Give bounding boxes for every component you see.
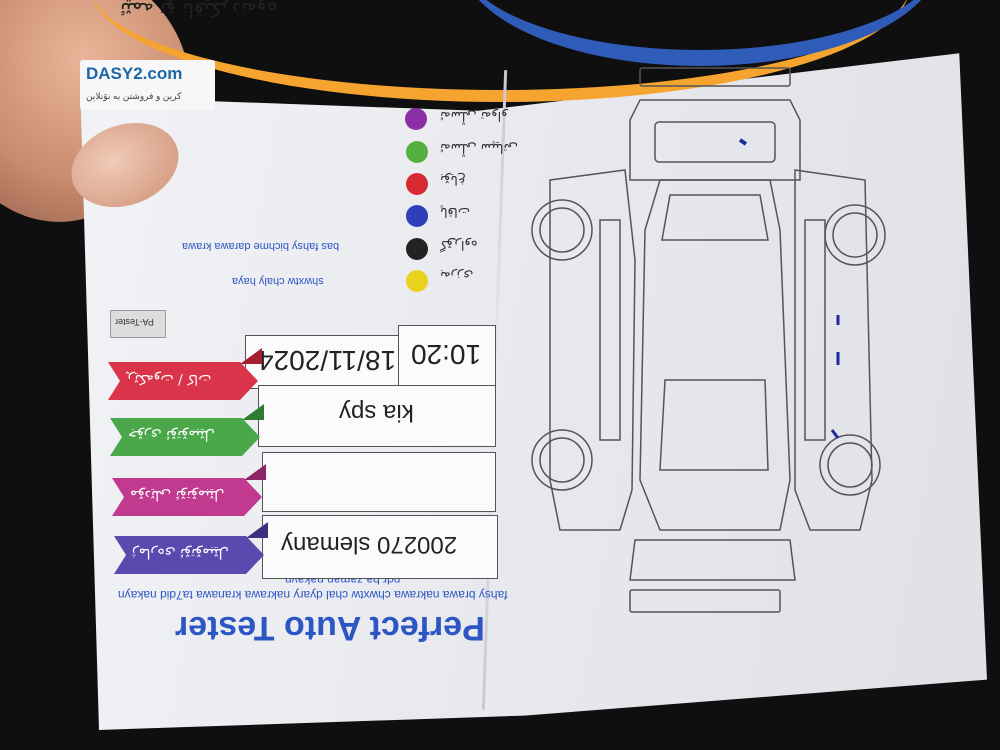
shwxtw-label: shwxtw chaly haya bbox=[232, 275, 324, 287]
legend-label: ئەسڵی تەواو bbox=[440, 108, 508, 123]
time-box: 10:20 bbox=[398, 325, 496, 387]
ribbon-date-time: ڕێکەوت / کات bbox=[108, 348, 262, 400]
top-script-text: ئێمە تۆ تاقیکردنەوە bbox=[120, 0, 278, 22]
car-diagram bbox=[531, 67, 886, 613]
ribbon-shape bbox=[108, 362, 258, 400]
watermark-subtitle: کرین و فروشتن به نۆنلاین bbox=[86, 91, 182, 101]
legend-dot-green bbox=[406, 141, 428, 163]
time-value: 10:20 bbox=[411, 339, 482, 370]
legend-dot-blue bbox=[406, 205, 428, 227]
stamp: PA-Tester bbox=[110, 310, 166, 338]
ribbon-car-model: مۆدێلی ئۆتۆمبێل bbox=[112, 464, 266, 516]
legend-dot-red bbox=[406, 173, 428, 195]
ribbon-label: ژمارەی ئۆتۆمبێل bbox=[132, 545, 229, 561]
odometer-box: 200270 slemany bbox=[262, 515, 498, 579]
ribbon-label: مۆدێلی ئۆتۆمبێل bbox=[130, 487, 225, 503]
ribbon-label: ڕێکەوت / کات bbox=[126, 371, 212, 387]
odometer-value: 200270 slemany bbox=[281, 531, 458, 558]
watermark-title: DASY2.com bbox=[86, 64, 183, 83]
legend-label: پاقات bbox=[440, 204, 470, 219]
ribbon-shape bbox=[114, 536, 264, 574]
watermark-logo: DASY2.com کرین و فروشتن به نۆنلاین bbox=[80, 60, 215, 110]
model-box: kia spy bbox=[258, 385, 496, 447]
legend-label: ئەسڵی سپیاتی bbox=[440, 140, 518, 155]
instruction-line-1: fahsy brawa nakrawa chwxtw chal dyary na… bbox=[118, 588, 508, 602]
ribbon-car-type: جۆری ئۆتۆمبێل bbox=[110, 404, 264, 456]
ribbon-car-number: ژمارەی ئۆتۆمبێل bbox=[114, 522, 268, 574]
model-value: kia spy bbox=[339, 399, 414, 426]
stamp-text: PA-Tester bbox=[115, 317, 154, 327]
legend-dot-yellow bbox=[406, 270, 428, 292]
brand-title: Perfect Auto Tester bbox=[175, 609, 485, 647]
legend-dot-purple bbox=[405, 108, 427, 130]
paint-instruction: bas fahsy bichme darawa krawa bbox=[182, 240, 340, 252]
legend-label: بۆیاغ bbox=[440, 172, 466, 187]
trim-box bbox=[262, 452, 496, 512]
legend-label: گۆڕاوە bbox=[440, 237, 478, 252]
ribbon-shape bbox=[110, 418, 260, 456]
ribbon-shape bbox=[112, 478, 262, 516]
legend-label: بەرزی bbox=[440, 268, 474, 283]
date-box: 18/11/2024 bbox=[245, 335, 399, 389]
ribbon-label: جۆری ئۆتۆمبێل bbox=[128, 427, 215, 443]
legend-dot-black bbox=[406, 238, 428, 260]
date-value: 18/11/2024 bbox=[258, 345, 397, 376]
